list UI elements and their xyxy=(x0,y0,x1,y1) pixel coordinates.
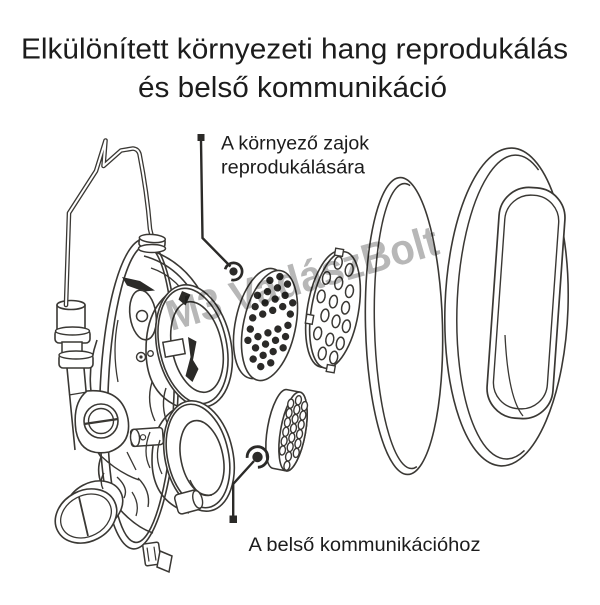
svg-text:és belső kommunikáció: és belső kommunikáció xyxy=(138,72,447,104)
svg-text:reprodukálására: reprodukálására xyxy=(221,157,365,179)
svg-text:A környező zajok: A környező zajok xyxy=(221,133,369,155)
svg-text:Elkülönített környezeti hang r: Elkülönített környezeti hang reprodukálá… xyxy=(21,34,568,66)
svg-text:A belső kommunikációhoz: A belső kommunikációhoz xyxy=(249,534,481,556)
